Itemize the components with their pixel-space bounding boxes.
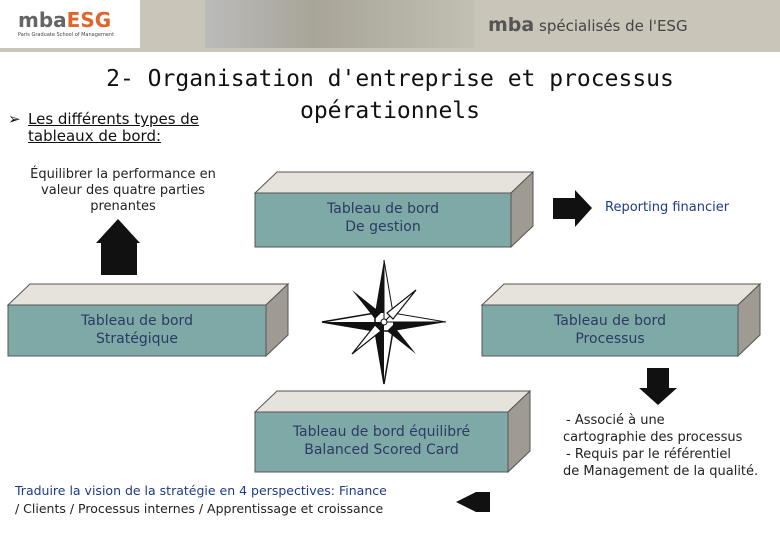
page-title-line2: opérationnels — [299, 98, 480, 124]
box-equilibre-shape — [253, 389, 532, 474]
header-photo — [205, 0, 475, 48]
box-equilibre-line2: Balanced Scored Card — [304, 442, 459, 458]
header-banner: mbaESG Paris Graduate School of Manageme… — [0, 0, 780, 52]
arrow-down-icon — [639, 368, 677, 405]
tagline-rest: spécialisés de l'ESG — [534, 17, 688, 35]
arrow-left-icon — [456, 492, 490, 512]
box-processus: Tableau de bord Processus — [482, 312, 738, 348]
box-processus-shape — [480, 282, 762, 358]
box-gestion: Tableau de bord De gestion — [255, 200, 511, 236]
logo-suffix: ESG — [66, 8, 112, 32]
note-processus-line3: - Requis par le référentiel — [566, 447, 731, 462]
box-processus-line2: Processus — [575, 331, 645, 347]
note-bottom: Traduire la vision de la stratégie en 4 … — [15, 482, 387, 518]
box-strategique-line1: Tableau de bord — [81, 313, 193, 329]
note-reporting: Reporting financier — [605, 200, 730, 215]
box-gestion-line1: Tableau de bord — [327, 201, 439, 217]
box-strategique-line2: Stratégique — [96, 331, 178, 347]
note-processus-line2: cartographie des processus — [563, 430, 743, 445]
box-equilibre-line1: Tableau de bord équilibré — [292, 424, 471, 440]
box-strategique: Tableau de bord Stratégique — [8, 312, 266, 348]
box-gestion-line2: De gestion — [345, 219, 421, 235]
note-bottom-line2: / Clients / Processus internes / Apprent… — [15, 501, 384, 516]
note-processus-line4: de Management de la qualité. — [563, 464, 759, 479]
logo-subtitle: Paris Graduate School of Management — [18, 32, 115, 38]
logo-prefix: mba — [18, 8, 67, 32]
note-processus-line1: - Associé à une — [566, 413, 665, 428]
box-processus-line1: Tableau de bord — [554, 313, 666, 329]
compass-rose-icon — [321, 259, 447, 385]
bullet-arrow-icon: ➢ — [8, 110, 21, 128]
note-bottom-line1: Traduire la vision de la stratégie en 4 … — [15, 483, 387, 498]
bullet-text: Les différents types de tableaux de bord… — [28, 110, 200, 145]
box-strategique-shape — [6, 282, 290, 358]
box-gestion-shape — [253, 170, 535, 249]
box-equilibre: Tableau de bord équilibré Balanced Score… — [255, 423, 508, 459]
mba-esg-logo: mbaESG Paris Graduate School of Manageme… — [0, 0, 140, 48]
arrow-up-icon — [96, 219, 140, 275]
page-title-line1: 2- Organisation d'entreprise et processu… — [106, 66, 674, 92]
tagline-mba: mba — [488, 14, 535, 36]
arrow-right-icon — [553, 190, 592, 227]
bullet-types: ➢ Les différents types de tableaux de bo… — [8, 110, 250, 145]
note-top-left: Équilibrer la performance en valeur des … — [30, 167, 216, 214]
header-tagline: mba spécialisés de l'ESG — [488, 14, 688, 36]
